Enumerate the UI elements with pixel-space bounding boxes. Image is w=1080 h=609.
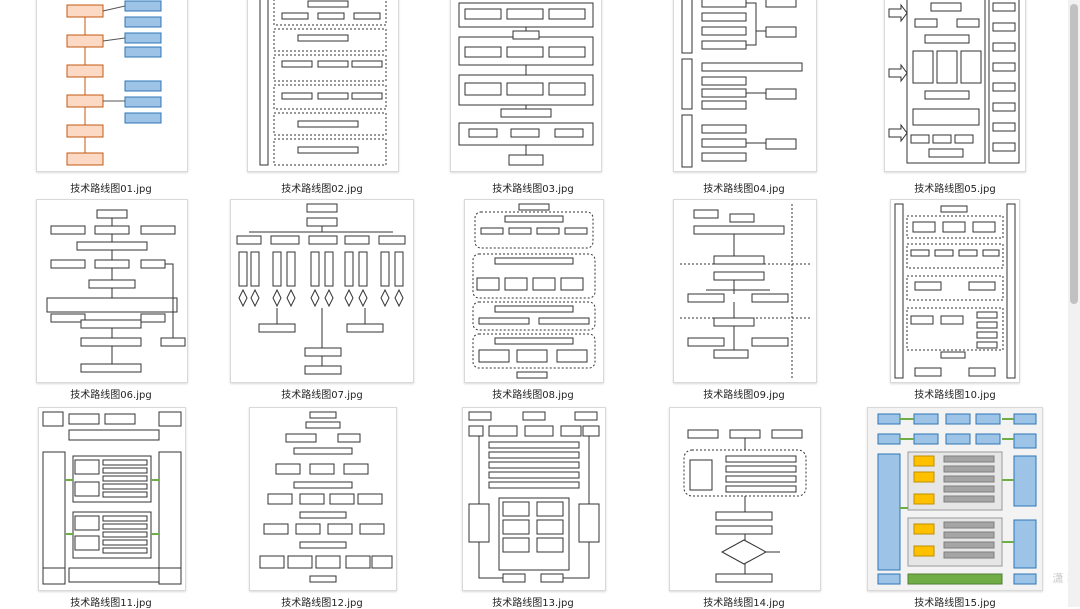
file-name: 技术路线图09.jpg [703,390,785,401]
file-thumbnail [249,407,397,591]
file-name: 技术路线图01.jpg [70,184,152,195]
scrollbar-thumb[interactable] [1070,4,1078,304]
file-name: 技术路线图02.jpg [281,184,363,195]
file-name: 技术路线图08.jpg [492,390,574,401]
file-name: 技术路线图10.jpg [914,390,996,401]
file-thumbnail [669,407,821,591]
file-name: 技术路线图06.jpg [70,390,152,401]
file-thumbnail [450,0,602,172]
file-thumbnail [673,0,817,172]
file-name: 技术路线图15.jpg [914,598,996,609]
file-name: 技术路线图07.jpg [281,390,363,401]
file-thumbnail [38,407,186,591]
file-name: 技术路线图03.jpg [492,184,574,195]
file-thumbnail [884,0,1026,172]
file-thumbnail [462,407,606,591]
file-thumbnail [36,199,188,383]
file-name: 技术路线图12.jpg [281,598,363,609]
vertical-scrollbar[interactable] [1068,0,1080,607]
thumbnail-grid: 技术路线图01.jpg [36,0,1043,609]
file-thumbnail [673,199,817,383]
file-thumbnail [247,0,399,172]
file-thumbnail [36,0,188,172]
file-name: 技术路线图04.jpg [703,184,785,195]
file-thumbnail [464,199,604,383]
file-thumbnail [890,199,1020,383]
file-name: 技术路线图05.jpg [914,184,996,195]
file-thumbnail [230,199,414,383]
file-name: 技术路线图13.jpg [492,598,574,609]
file-thumbnail [867,407,1043,591]
file-name: 技术路线图11.jpg [70,598,152,609]
file-name: 技术路线图14.jpg [703,598,785,609]
